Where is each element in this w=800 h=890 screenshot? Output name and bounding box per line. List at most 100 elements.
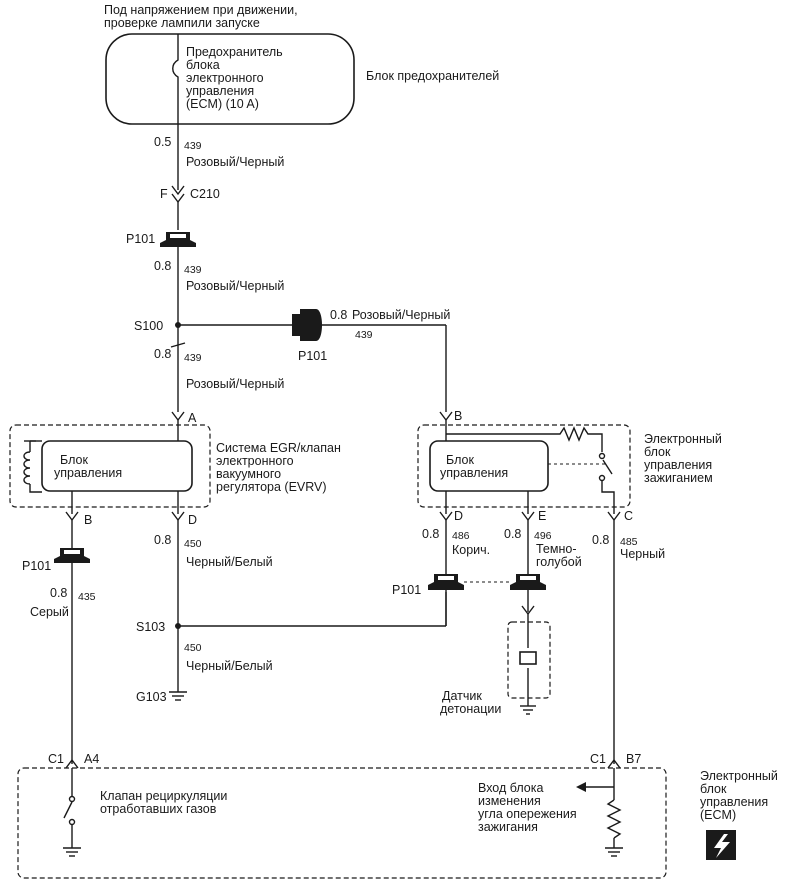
- p101-label-pair: P101: [392, 583, 421, 597]
- header-line-1: Под напряжением при движении,: [104, 3, 298, 17]
- connector-f-icon: [171, 185, 185, 196]
- connector-c1-left-label: C1: [48, 752, 64, 766]
- egr-inner-2: управления: [54, 466, 122, 480]
- ignition-inner-1: Блок: [446, 453, 474, 467]
- egr-label-4: регулятора (EVRV): [216, 480, 327, 494]
- fuse-label-3: электронного: [186, 71, 264, 85]
- p101-connector-left-icon: [54, 548, 90, 563]
- fuse-label-5: (ECM) (10 A): [186, 97, 259, 111]
- ecm-valve-label-1: Клапан рециркуляции: [100, 789, 227, 803]
- connector-a-label: A: [188, 411, 197, 425]
- ecm-module: Клапан рециркуляции отработавших газов В…: [17, 767, 667, 879]
- wire-2-circuit: 439: [184, 264, 202, 276]
- fuse-block-label: Блок предохранителей: [366, 69, 499, 83]
- wire-5-gauge: 0.8: [154, 533, 171, 547]
- wire-4-color: Розовый/Черный: [186, 377, 284, 391]
- knock-sensor: Датчик детонации: [440, 614, 551, 716]
- ground-g103-label: G103: [136, 690, 167, 704]
- resistor-icon: [446, 426, 603, 452]
- p101-label-left: P101: [22, 559, 51, 573]
- ignition-inner-2: управления: [440, 466, 508, 480]
- connector-f-label: F: [160, 187, 168, 201]
- ecm-label-4: (ECM): [700, 808, 736, 822]
- ecm-lightning-icon: [706, 830, 736, 860]
- knock-sensor-label-2: детонации: [440, 702, 501, 716]
- wire-5-circuit: 450: [184, 538, 202, 550]
- ignition-label-2: блок: [644, 445, 671, 459]
- connector-b-right-label: B: [454, 409, 462, 423]
- ecm-label-1: Электронный: [700, 769, 778, 783]
- ecm-input-label-3: угла опережения: [478, 807, 577, 821]
- wire-9-gauge: 0.8: [504, 527, 521, 541]
- wire-1-circuit: 439: [184, 140, 202, 152]
- connector-b-left-label: B: [84, 513, 92, 527]
- wire-10-circuit: 485: [620, 536, 638, 548]
- wire-4-circuit: 439: [184, 352, 202, 364]
- knock-sensor-icon: [519, 651, 537, 665]
- wire-9-color-1: Темно-: [536, 542, 577, 556]
- switch-icon: [602, 459, 613, 475]
- connector-c-right-label: C: [624, 509, 633, 523]
- connector-d-right-label: D: [454, 509, 463, 523]
- coil-icon: [23, 451, 31, 485]
- p101-connector-mid-icon: [292, 309, 322, 341]
- wire-1-color: Розовый/Черный: [186, 155, 284, 169]
- ground-g103-icon: [169, 691, 187, 701]
- wire-3-gauge: 0.8: [330, 308, 347, 322]
- wire-6-circuit: 435: [78, 591, 96, 603]
- ecm-label-2: блок: [700, 782, 727, 796]
- ecm-input-label-2: изменения: [478, 794, 541, 808]
- wire-9-color-2: голубой: [536, 555, 582, 569]
- p101-connector-pair-icon: [428, 574, 546, 590]
- wire-5-color: Черный/Белый: [186, 555, 273, 569]
- egr-label-1: Система EGR/клапан: [216, 441, 341, 455]
- ecm-valve-label-2: отработавших газов: [100, 802, 217, 816]
- knock-sensor-label-1: Датчик: [442, 689, 482, 703]
- p101-label-top: P101: [126, 232, 155, 246]
- fuse-label-4: управления: [186, 84, 254, 98]
- splice-s103-label: S103: [136, 620, 165, 634]
- header-line-2: проверке лампили запуске: [104, 16, 260, 30]
- fuse-block: Предохранитель блока электронного управл…: [105, 33, 499, 125]
- wire-10-color: Черный: [620, 547, 665, 561]
- ignition-label-1: Электронный: [644, 432, 722, 446]
- wire-8-gauge: 0.8: [422, 527, 439, 541]
- ecm-label-3: управления: [700, 795, 768, 809]
- wire-3-circuit: 439: [355, 329, 373, 341]
- wire-7-color: Черный/Белый: [186, 659, 273, 673]
- wire-8-color: Корич.: [452, 543, 490, 557]
- wire-10-gauge: 0.8: [592, 533, 609, 547]
- connector-e-right-label: E: [538, 509, 546, 523]
- p101-label-mid: P101: [298, 349, 327, 363]
- connector-a4-label: A4: [84, 752, 99, 766]
- wire-4-gauge: 0.8: [154, 347, 171, 361]
- wire-2-gauge: 0.8: [154, 259, 171, 273]
- ecm-input-label-4: зажигания: [478, 820, 538, 834]
- wire-6-color: Серый: [30, 605, 69, 619]
- egr-evrv-module: Блок управления Система EGR/клапан элект…: [9, 420, 341, 508]
- wire-1-gauge: 0.5: [154, 135, 171, 149]
- wire-3-color: Розовый/Черный: [352, 308, 450, 322]
- egr-label-3: вакуумного: [216, 467, 281, 481]
- fuse-label-1: Предохранитель: [186, 45, 283, 59]
- p101-connector-top-icon: [160, 232, 196, 247]
- ecm-resistor-icon: [606, 799, 622, 839]
- wire-2-color: Розовый/Черный: [186, 279, 284, 293]
- egr-label-2: электронного: [216, 454, 294, 468]
- connector-b7-label: B7: [626, 752, 641, 766]
- ignition-label-3: управления: [644, 458, 712, 472]
- splice-s100-label: S100: [134, 319, 163, 333]
- connector-c210-label: C210: [190, 187, 220, 201]
- wire-9-circuit: 496: [534, 530, 552, 542]
- connector-c1-right-label: C1: [590, 752, 606, 766]
- ecm-input-label-1: Вход блока: [478, 781, 543, 795]
- egr-valve-switch-icon: [63, 801, 73, 819]
- egr-inner-1: Блок: [60, 453, 88, 467]
- wire-7-circuit: 450: [184, 642, 202, 654]
- wire-8-circuit: 486: [452, 530, 470, 542]
- wire-6-gauge: 0.8: [50, 586, 67, 600]
- ignition-control-module: Блок управления Электронный блок управле…: [417, 420, 722, 508]
- ignition-label-4: зажиганием: [644, 471, 713, 485]
- fuse-label-2: блока: [186, 58, 220, 72]
